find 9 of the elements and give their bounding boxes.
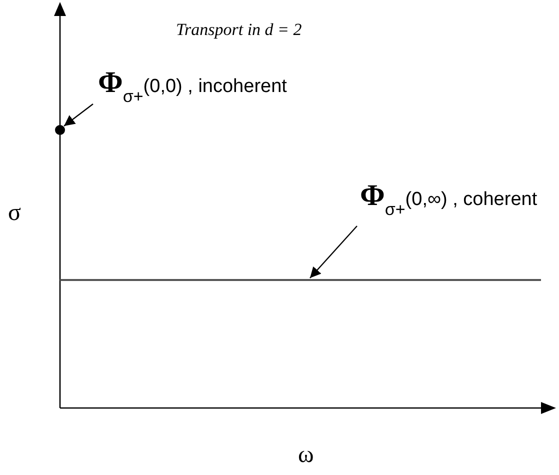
point-label: Φ$_{σ+}$(0,∞) , coherent <box>360 179 538 220</box>
chart-title: Transport in d = 2 <box>176 20 302 40</box>
point-marker <box>55 125 65 135</box>
axis-label: σ <box>8 200 21 227</box>
horizontal-line <box>60 279 541 281</box>
leader-arrow <box>310 226 358 278</box>
axis-label: ω <box>298 442 314 469</box>
point-label: Φ$_{σ+}$(0,0) , incoherent <box>98 66 287 107</box>
leader-arrow <box>64 104 94 126</box>
